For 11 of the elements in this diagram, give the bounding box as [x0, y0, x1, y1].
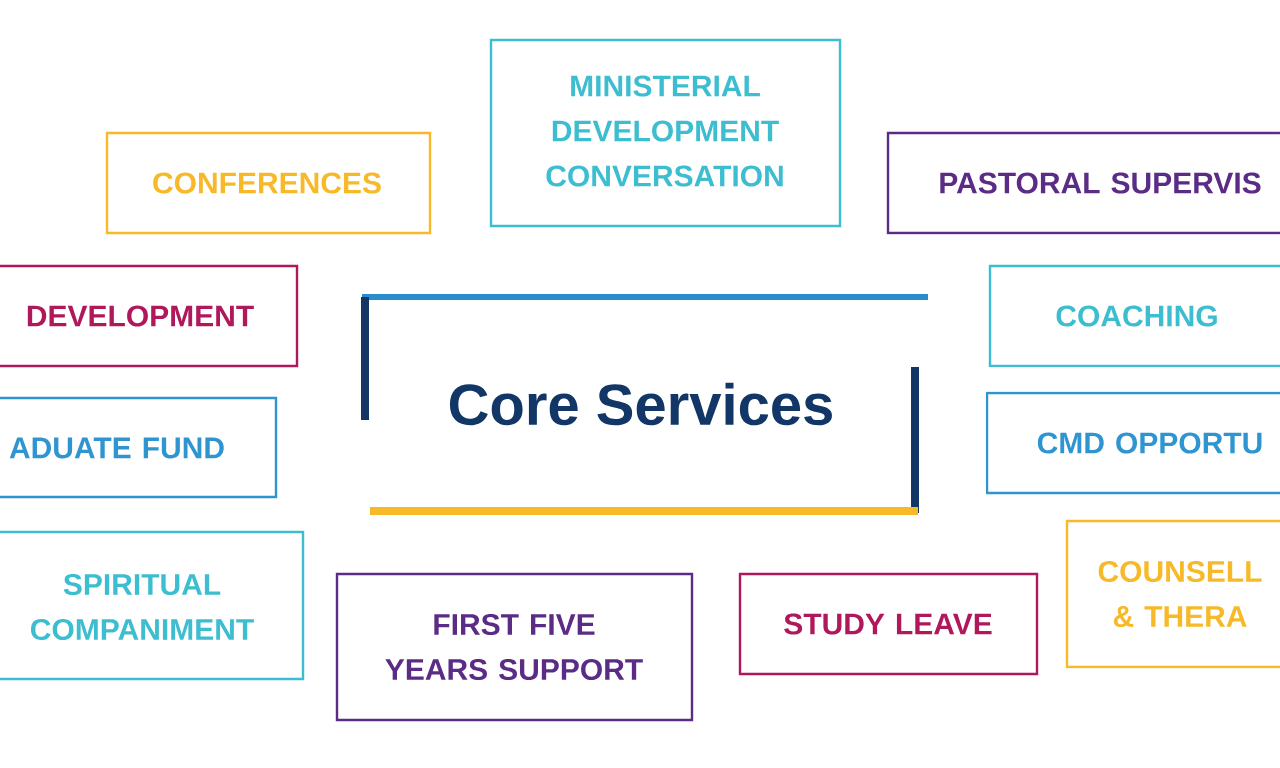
service-box: STUDY LEAVE — [738, 572, 1039, 676]
service-box: PASTORAL SUPERVIS — [886, 131, 1280, 235]
service-box: COUNSELL & THERA — [1065, 519, 1280, 669]
service-box: CMD OPPORTU — [985, 391, 1280, 495]
service-box: DEVELOPMENT — [0, 264, 299, 368]
service-box: SPIRITUAL COMPANIMENT — [0, 530, 305, 681]
service-box: FIRST FIVE YEARS SUPPORT — [335, 572, 694, 722]
service-box: CONFERENCES — [105, 131, 432, 235]
service-box: ADUATE FUND — [0, 396, 278, 499]
service-box: MINISTERIAL DEVELOPMENT CONVERSATION — [489, 38, 842, 228]
service-box: COACHING — [988, 264, 1280, 368]
